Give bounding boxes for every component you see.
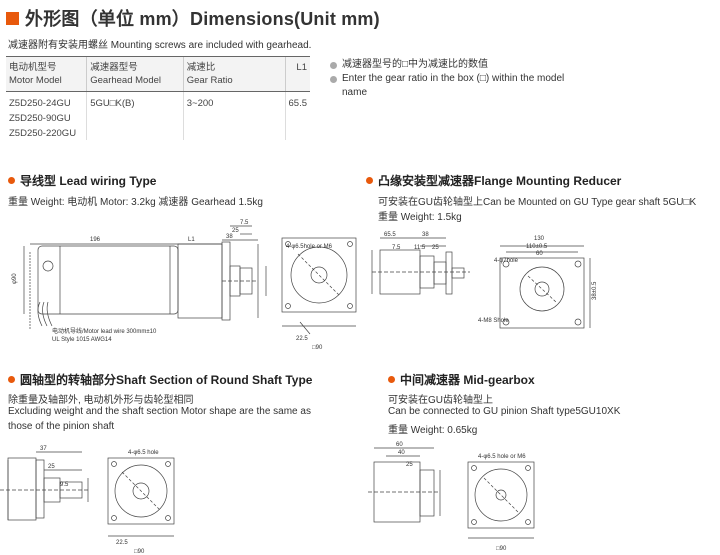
table-row: Z5D250-24GU 5GU□K(B) 3~200 65.5 (6, 91, 310, 110)
dim-label: 65.5 (384, 232, 396, 238)
round-shaft-side-view (0, 451, 90, 521)
section-title-mid: 中间减速器 Mid-gearbox (388, 371, 535, 388)
mid-weight: 重量 Weight: 0.65kg (388, 425, 478, 436)
flange-line-1: 可安装在GU齿轮轴型上Can be Mounted on GU Type gea… (378, 197, 697, 208)
dim-label: 25 (406, 462, 413, 468)
dim-label: 4-φ7hole (494, 258, 519, 264)
flange-side-view (371, 237, 470, 295)
section-title-lead: 导线型 Lead wiring Type (8, 172, 156, 189)
dim-label: 38 (226, 234, 233, 240)
dim-label: 25 (432, 245, 439, 251)
dim-label: □90 (134, 549, 145, 555)
wire-label: 电动机导线/Motor lead wire 300mm±10 (52, 327, 157, 335)
dim-label: □90 (496, 546, 507, 552)
dim-label: 60 (396, 442, 403, 448)
dim-label: 7.5 (392, 245, 401, 251)
cell-ratio: 3~200 (182, 91, 285, 110)
mid-line-1: 可安装在GU齿轮轴型上 (388, 395, 493, 406)
round-line-3: those of the pinion shaft (8, 421, 115, 432)
dim-label: 38±0.5 (592, 281, 598, 300)
round-shaft-front-view (107, 457, 175, 537)
cell-motor: Z5D250-90GU (9, 113, 71, 124)
section-title-flange: 凸缘安装型减速器Flange Mounting Reducer (366, 172, 621, 189)
section-title-round: 圆轴型的转轴部分Shaft Section of Round Shaft Typ… (8, 371, 312, 388)
round-line-1: 除重量及轴部外, 电动机外形与齿轮型相同 (8, 395, 194, 406)
round-line-2: Excluding weight and the shaft section M… (8, 406, 311, 417)
screws-note: 减速器附有安装用螺丝 Mounting screws are included … (8, 40, 312, 51)
dim-label: 37 (40, 446, 47, 452)
dim-label: 22.5 (296, 336, 308, 342)
dim-label: 25 (232, 228, 239, 234)
dim-label: L1 (188, 237, 195, 243)
title-marker (6, 11, 19, 25)
dim-label: 38 (422, 232, 429, 238)
section-dot-icon (8, 177, 15, 184)
lead-motor-front-view (281, 237, 357, 335)
mid-gearbox-side-view (368, 447, 441, 523)
cell-motor: Z5D250-220GU (9, 128, 77, 139)
dim-label: 22.5 (116, 540, 128, 546)
dim-label: 60 (536, 251, 543, 257)
dim-label: 11.5 (414, 245, 426, 251)
bullet-dot-icon (330, 62, 337, 69)
dim-label: 130 (534, 236, 545, 242)
dim-label: 4-φ6.5 hole (128, 450, 159, 456)
dim-label: 4-φ6.5hole or M6 (286, 244, 333, 250)
table-row: Z5D250-220GU (6, 125, 310, 140)
dim-label: 7.5 (240, 220, 249, 226)
dim-label: □90 (312, 345, 323, 351)
col-l1: L1 (284, 56, 310, 92)
section-dot-icon (366, 177, 373, 184)
dim-label: 4-M8 Shole (478, 318, 509, 324)
cell-l1: 65.5 (284, 91, 310, 110)
bullet-dot-icon (330, 76, 337, 83)
flange-front-view (499, 245, 591, 329)
flange-weight: 重量 Weight: 1.5kg (378, 212, 462, 223)
lead-motor-side-view (23, 225, 267, 330)
lead-weight: 重量 Weight: 电动机 Motor: 3.2kg 减速器 Gearhead… (8, 197, 263, 208)
dim-label: 40 (398, 450, 405, 456)
dim-label: 196 (90, 237, 101, 243)
cell-gearhead: 5GU□K(B) (86, 91, 184, 110)
dim-label: 4-φ6.5 hole or M6 (478, 454, 526, 460)
ratio-notes: 减速器型号的□中为减速比的数值 Enter the gear ratio in … (330, 58, 572, 100)
page-title: 外形图（单位 mm）Dimensions(Unit mm) (6, 6, 380, 30)
wire-label: UL Style 1015 AWG14 (52, 337, 112, 343)
dim-label: 9.5 (60, 482, 69, 488)
section-dot-icon (8, 376, 15, 383)
mid-line-2: Can be connected to GU pinion Shaft type… (388, 406, 621, 417)
mid-gearbox-front-view (467, 461, 535, 539)
dim-label: φ90 (12, 273, 18, 284)
cell-motor: Z5D250-24GU (9, 98, 71, 109)
table-row: Z5D250-90GU (6, 110, 310, 125)
bullet-item: 减速器型号的□中为减速比的数值 (330, 58, 572, 72)
title-text: 外形图（单位 mm）Dimensions(Unit mm) (25, 9, 380, 29)
bullet-item: Enter the gear ratio in the box (□) with… (330, 72, 572, 100)
dim-label: 25 (48, 464, 55, 470)
dim-label: 110±0.5 (526, 244, 548, 250)
section-dot-icon (388, 376, 395, 383)
